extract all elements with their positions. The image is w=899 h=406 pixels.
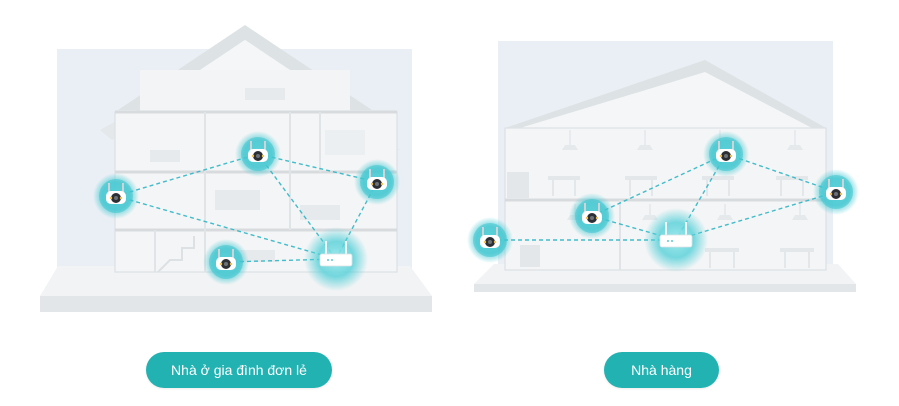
scenario-tab-label: Nhà ở gia đình đơn lẻ	[171, 362, 307, 378]
camera-icon	[203, 239, 249, 285]
scenario-tab-label: Nhà hàng	[631, 362, 692, 378]
camera-icon	[703, 131, 749, 177]
camera-icon	[467, 217, 513, 263]
camera-icon	[235, 131, 281, 177]
camera-icon	[813, 169, 859, 215]
scenario-tab-restaurant[interactable]: Nhà hàng	[604, 352, 719, 388]
camera-icon	[93, 173, 139, 219]
camera-icon	[569, 193, 615, 239]
scenario-tab-single-family-home[interactable]: Nhà ở gia đình đơn lẻ	[146, 352, 332, 388]
restaurant-scene	[467, 41, 859, 292]
camera-icon	[354, 159, 400, 205]
router-icon	[304, 227, 368, 291]
router-icon	[644, 208, 708, 272]
house-scene	[40, 25, 432, 312]
